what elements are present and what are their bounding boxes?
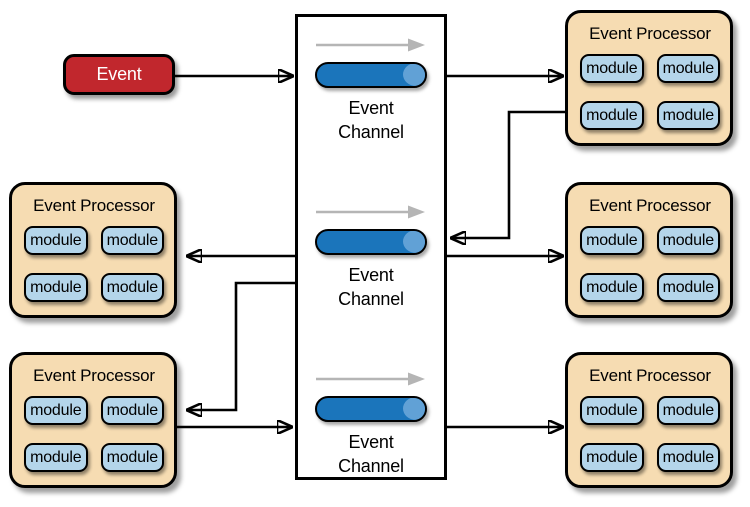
module-box: module [656, 396, 720, 425]
module-box: module [24, 443, 88, 472]
event-channel-1: Event Channel [314, 37, 428, 145]
module-grid: module module module module [580, 396, 720, 472]
processor-title: Event Processor [589, 196, 711, 215]
module-box: module [580, 443, 644, 472]
connector-channel-2-to-processor-bottom-left [188, 281, 295, 410]
channel-label: Event Channel [338, 98, 404, 142]
module-box: module [580, 396, 644, 425]
module-box: module [656, 273, 720, 302]
event-channel-2: Event Channel [314, 204, 428, 312]
cylinder-cap-highlight [403, 231, 425, 253]
module-grid: module module module module [580, 226, 720, 302]
module-box: module [580, 54, 644, 83]
module-box: module [24, 273, 88, 302]
module-box: module [580, 101, 644, 130]
module-box: module [656, 226, 720, 255]
channel-cylinder [315, 62, 427, 88]
module-box: module [580, 226, 644, 255]
processor-title: Event Processor [589, 366, 711, 385]
event-label: Event [96, 64, 142, 84]
module-grid: module module module module [24, 396, 164, 472]
cylinder-cap-highlight [403, 64, 425, 86]
module-box: module [656, 54, 720, 83]
channel-cylinder [315, 229, 427, 255]
cylinder-cap-highlight [403, 398, 425, 420]
event-box: Event [63, 54, 175, 95]
module-box: module [100, 443, 164, 472]
module-box: module [100, 396, 164, 425]
processor-title: Event Processor [33, 366, 155, 385]
channel-label: Event Channel [338, 265, 404, 309]
processor-middle-right: Event Processor module module module mod… [565, 182, 733, 318]
module-box: module [580, 273, 644, 302]
flow-direction-arrow-icon [316, 38, 425, 52]
module-box: module [656, 101, 720, 130]
flow-direction-arrow-icon [316, 205, 425, 219]
module-box: module [100, 226, 164, 255]
module-grid: module module module module [24, 226, 164, 302]
event-channel-3: Event Channel [314, 371, 428, 479]
module-box: module [100, 273, 164, 302]
channel-cylinder [315, 396, 427, 422]
processor-top-right: Event Processor module module module mod… [565, 10, 733, 146]
flow-direction-arrow-icon [316, 372, 425, 386]
event-channels-container: Event Channel Event Channel Event Channe… [295, 14, 447, 480]
module-grid: module module module module [580, 54, 720, 130]
processor-title: Event Processor [589, 24, 711, 43]
processor-bottom-left: Event Processor module module module mod… [9, 352, 177, 488]
processor-bottom-right: Event Processor module module module mod… [565, 352, 733, 488]
processor-title: Event Processor [33, 196, 155, 215]
connector-processor-top-right-to-channel-2 [452, 110, 565, 238]
module-box: module [24, 396, 88, 425]
channel-label: Event Channel [338, 432, 404, 476]
module-box: module [24, 226, 88, 255]
module-box: module [656, 443, 720, 472]
processor-middle-left: Event Processor module module module mod… [9, 182, 177, 318]
